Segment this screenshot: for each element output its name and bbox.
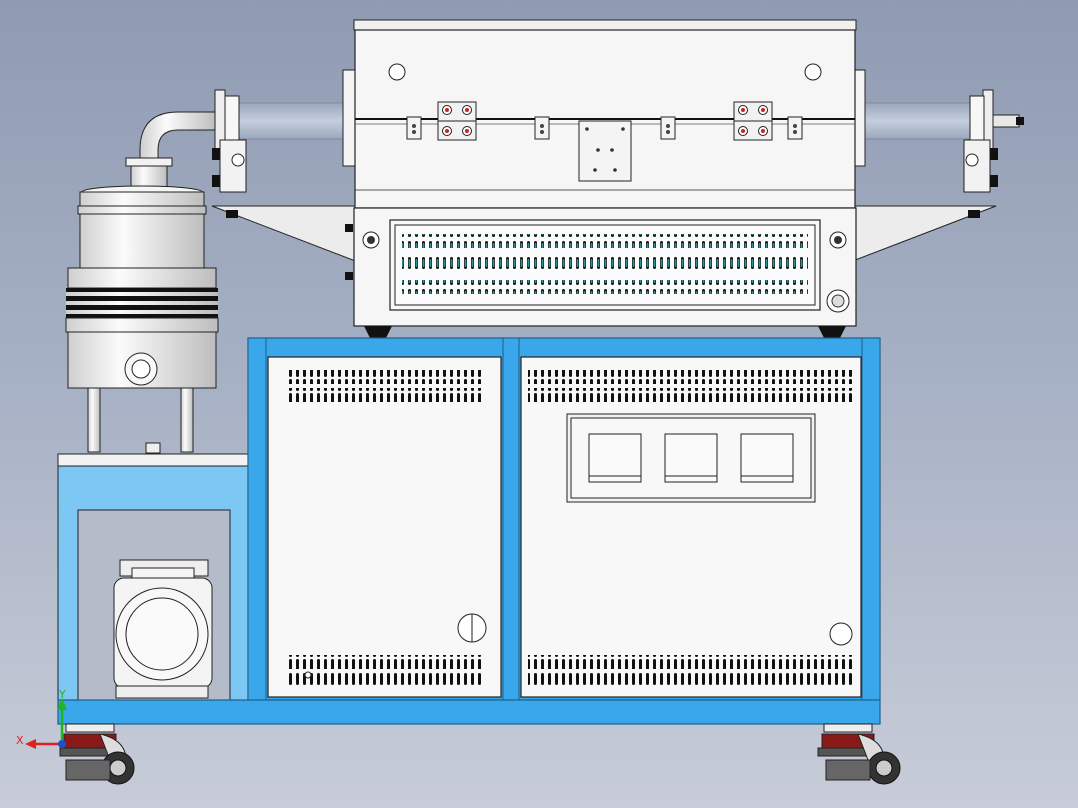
furnace-support — [211, 205, 997, 263]
coordinate-triad: X Y — [16, 688, 67, 749]
latches[interactable] — [406, 116, 803, 140]
center-plate — [578, 120, 632, 182]
control-cabinet[interactable] — [57, 337, 881, 725]
instrument-panel — [566, 413, 816, 503]
x-axis-label: X — [16, 734, 24, 747]
left-flange — [212, 89, 247, 193]
rotary-pump[interactable] — [113, 559, 213, 699]
caster-wheels — [59, 723, 901, 785]
hinge-left — [437, 101, 477, 141]
y-axis-label: Y — [58, 688, 66, 701]
cooling-fins — [66, 288, 218, 318]
furnace-control-body — [345, 207, 857, 338]
z-axis-dot — [58, 740, 66, 748]
cabinet-door-right[interactable] — [520, 356, 862, 698]
tube-furnace[interactable] — [342, 19, 866, 209]
vacuum-elbow-pipe — [125, 111, 217, 193]
caster-left — [59, 723, 135, 785]
cabinet-door-left[interactable] — [267, 356, 502, 698]
hinge-right — [733, 101, 773, 141]
right-flange — [963, 89, 1024, 193]
vacuum-pump[interactable] — [65, 185, 219, 454]
caster-right — [817, 723, 901, 785]
